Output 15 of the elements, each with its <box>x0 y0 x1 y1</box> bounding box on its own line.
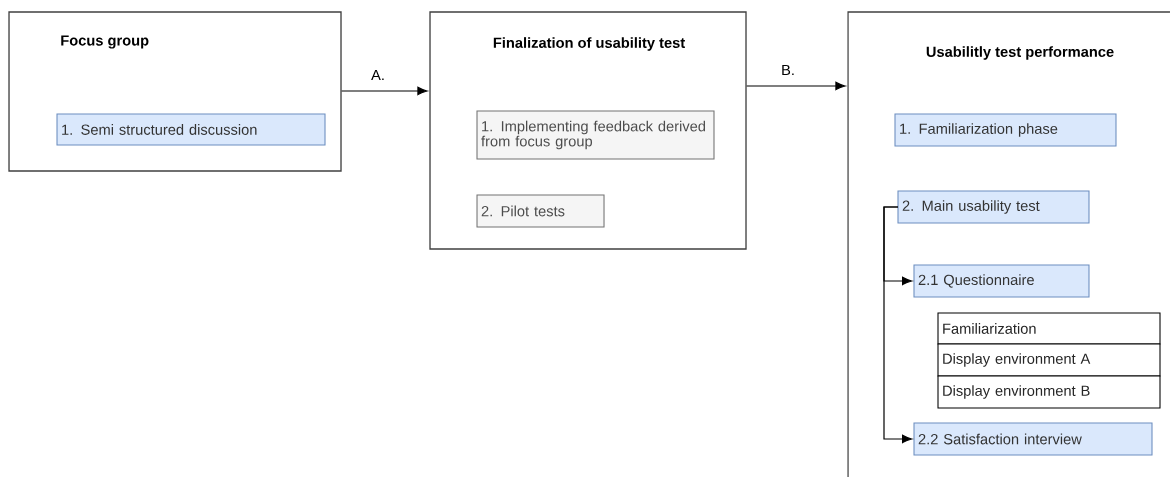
arrow <box>883 206 913 444</box>
arrow <box>341 86 428 96</box>
step-box: 2.2 Satisfaction interview <box>913 422 1153 456</box>
edge-label: B. <box>782 64 794 76</box>
step-box: 2. Pilot tests <box>476 194 605 228</box>
table-cell: Familiarization <box>937 312 1161 345</box>
step-box: 2. Main usability test <box>897 190 1090 224</box>
step-box: 2.1 Questionnaire <box>913 264 1090 298</box>
arrow <box>746 81 846 91</box>
step-box: 1. Familiarization phase <box>894 113 1117 147</box>
edge-label: A. <box>371 69 384 81</box>
table-cell: Display environment B <box>937 375 1161 409</box>
table-cell: Display environment A <box>937 343 1161 377</box>
step-box: 1. Semi structured discussion <box>56 113 326 146</box>
step-box: 1. Implementing feedback derived from focus group <box>476 110 715 160</box>
